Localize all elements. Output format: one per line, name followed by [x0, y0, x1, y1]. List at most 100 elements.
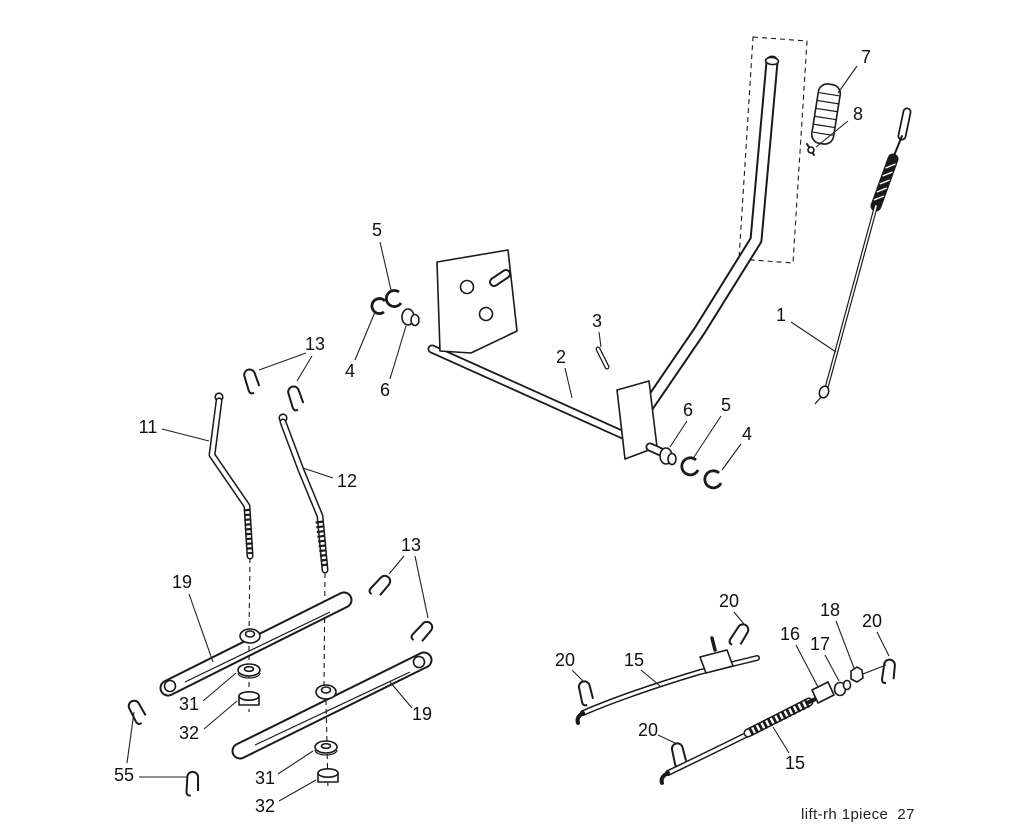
callout-15-22: 15 [624, 650, 644, 670]
hairpin-clip-13 [237, 366, 265, 396]
washer-4 [703, 469, 723, 490]
callout-19-15: 19 [172, 572, 192, 592]
callout-8-1: 8 [853, 104, 863, 124]
leader-line [202, 672, 237, 702]
suspension-link-11 [208, 392, 254, 635]
leader-line [564, 367, 573, 399]
leader-line [126, 711, 135, 764]
hairpin-clip-20 [572, 678, 599, 708]
leader-line [258, 352, 307, 371]
callout-19-25: 19 [412, 704, 432, 724]
leader-line [389, 325, 407, 380]
retaining-ring-5 [680, 456, 700, 477]
grip-position-outline [738, 36, 808, 264]
callout-20-26: 20 [638, 720, 658, 740]
leader-line [657, 734, 676, 744]
callout-7-0: 7 [861, 47, 871, 67]
callout-31-29: 31 [255, 768, 275, 788]
clevis-block [699, 649, 734, 674]
callout-12-10: 12 [337, 471, 357, 491]
callout-6-4: 6 [380, 380, 390, 400]
leader-line [640, 669, 661, 687]
leader-line [835, 620, 855, 669]
leader-line [188, 593, 214, 663]
leader-line [161, 428, 210, 442]
callout-31-23: 31 [179, 694, 199, 714]
leader-line [815, 120, 849, 148]
hairpin-clip-20 [727, 620, 751, 649]
grip [810, 83, 842, 145]
nut-18 [850, 666, 864, 683]
leader-line [354, 311, 376, 361]
leader-line [790, 321, 837, 353]
leader-line [837, 65, 858, 94]
lift-arm-upper [159, 591, 353, 697]
callout-13-5: 13 [305, 334, 325, 354]
callout-11-9: 11 [139, 417, 158, 437]
page-caption: lift-rh 1piece 27 [801, 806, 915, 823]
mounting-plate [436, 249, 518, 354]
callout-17-19: 17 [810, 634, 830, 654]
callout-5-2: 5 [372, 220, 382, 240]
callout-2-7: 2 [556, 347, 566, 367]
callout-16-18: 16 [780, 624, 800, 644]
retaining-ring-5 [384, 289, 403, 308]
callout-15-27: 15 [785, 753, 805, 773]
suspension-link-12 [278, 413, 329, 687]
leader-line [693, 415, 722, 458]
front-link-upper [575, 636, 760, 725]
washer-nut-stack-lower [314, 699, 339, 791]
callout-6-11: 6 [683, 400, 693, 420]
leader-line [721, 443, 742, 471]
lift-shaft-assembly [427, 249, 666, 460]
washer-4 [370, 297, 387, 315]
leader-line [669, 420, 688, 448]
leader-line [772, 726, 790, 754]
leader-line [296, 355, 313, 382]
leader-line [795, 644, 819, 688]
leader-line [876, 631, 890, 657]
callout-4-3: 4 [345, 361, 355, 381]
leader-line [571, 669, 584, 682]
callout-5-12: 5 [721, 395, 731, 415]
callout-20-20: 20 [862, 611, 882, 631]
callout-13-14: 13 [401, 535, 421, 555]
hairpin-clip-13 [367, 571, 393, 601]
leader-line [379, 241, 392, 291]
washer-nut-stack-upper [237, 646, 261, 712]
leader-line [203, 700, 238, 730]
leader-line [389, 681, 413, 709]
callout-20-21: 20 [555, 650, 575, 670]
callout-18-17: 18 [820, 600, 840, 620]
pin-3 [595, 346, 610, 370]
lift-lever [637, 55, 780, 419]
hairpin-clip-20 [877, 657, 899, 685]
leader-line [414, 555, 429, 619]
lift-cable [814, 107, 912, 405]
callout-32-24: 32 [179, 723, 199, 743]
ferrule-16 [811, 681, 835, 704]
left-end-hardware [370, 289, 420, 327]
leader-line [278, 779, 317, 802]
leader-line [598, 331, 602, 348]
front-link-lower [659, 664, 887, 785]
hairpin-clip-55 [122, 697, 152, 727]
callout-32-30: 32 [255, 796, 275, 816]
callout-20-16: 20 [719, 591, 739, 611]
callout-55-28: 55 [114, 765, 134, 785]
hairpin-clip-13 [281, 383, 309, 413]
callout-3-6: 3 [592, 311, 602, 331]
grip-pin [806, 143, 815, 156]
right-end-hardware [659, 447, 723, 490]
leader-line [302, 467, 334, 479]
leader-line [824, 654, 840, 682]
callout-1-8: 1 [776, 305, 786, 325]
hairpin-clips [122, 366, 899, 798]
callout-4-13: 4 [742, 424, 752, 444]
hairpin-clip-13 [409, 617, 435, 647]
hairpin-clip-55 [180, 769, 204, 798]
leader-line [733, 611, 745, 625]
